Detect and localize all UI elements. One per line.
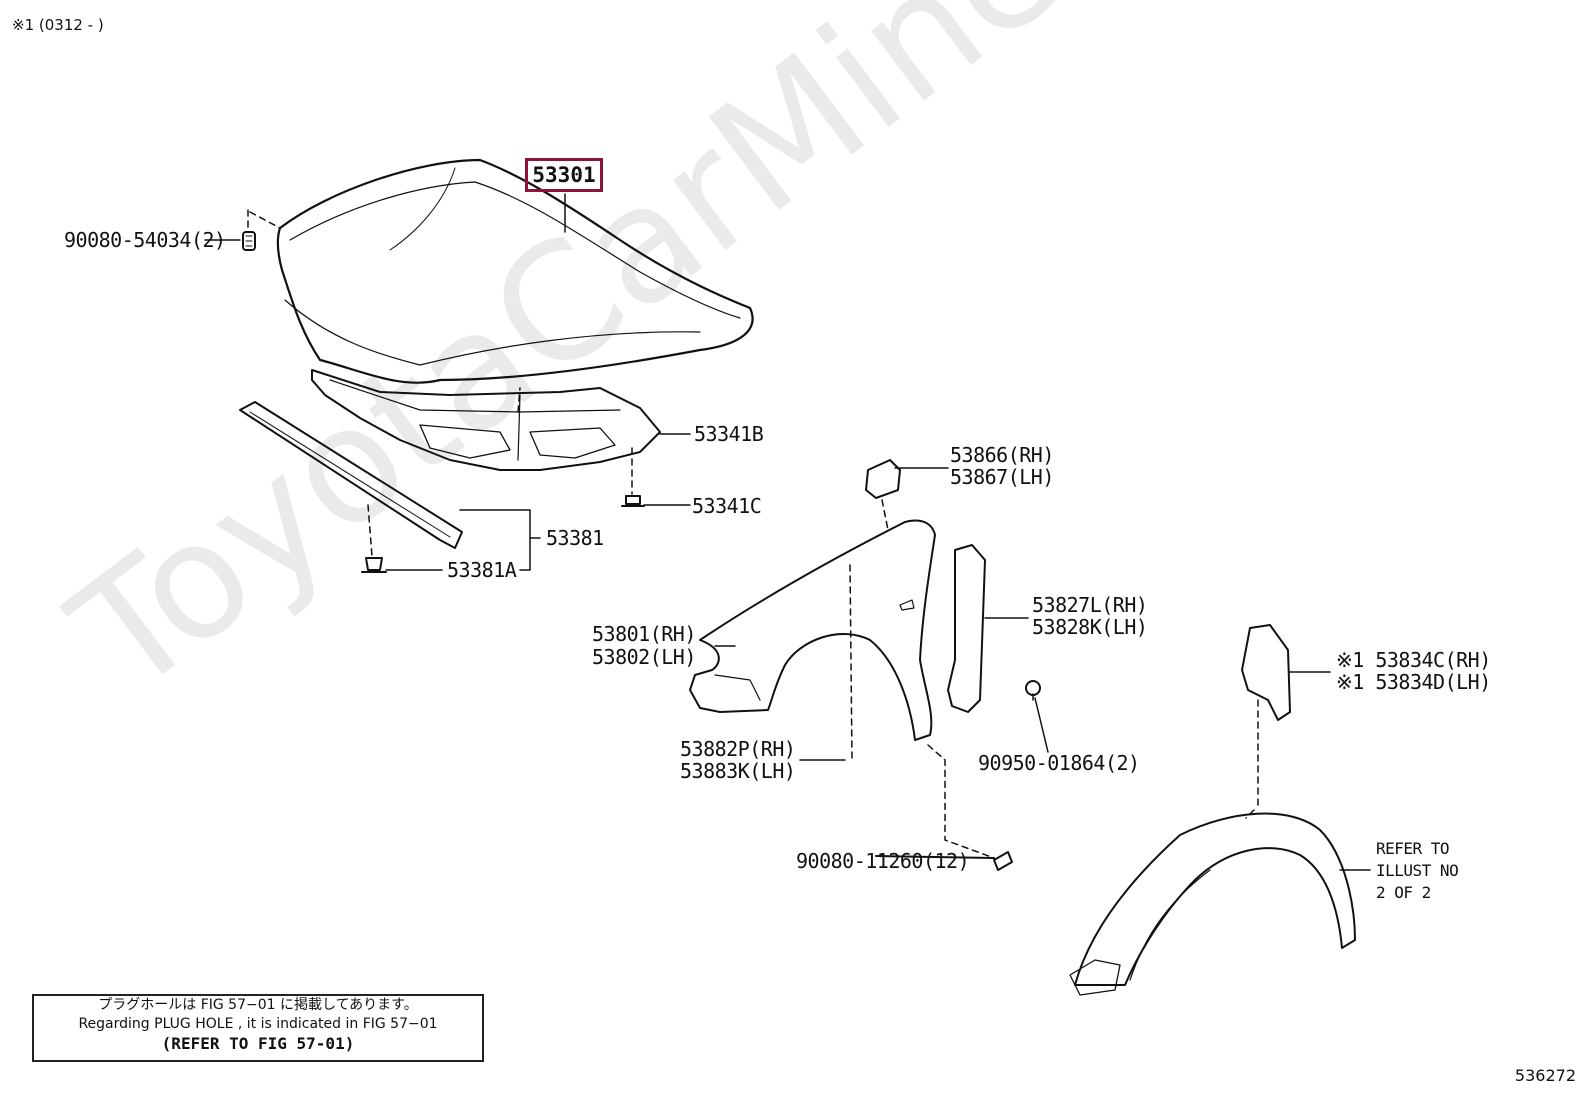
refer-note-line3: 2 OF 2 [1376,883,1431,902]
hood-drawing [276,158,754,384]
fastener-drawings [242,231,1041,871]
dashed-guides [247,209,1259,859]
fender-seal-drawing [947,544,986,713]
notice-japanese: プラグホールは FIG 57−01 に掲載してあります。 [98,997,418,1013]
part-label-fender-stay-rh[interactable]: 53882P(RH) [680,737,796,761]
part-label-fender-bolt[interactable]: 90080-11260(12) [796,849,970,873]
plug-hole-notice: プラグホールは FIG 57−01 に掲載してあります。 Regarding P… [32,994,484,1062]
refer-note-line1: REFER TO [1376,839,1450,858]
diagram-id: 536272 [1514,1066,1576,1085]
part-label-shield-rh[interactable]: ※1 53834C(RH) [1336,648,1491,672]
hood-seal-drawing [239,401,463,549]
part-label-fender-rh[interactable]: 53801(RH) [592,622,696,646]
wheel-liner-drawing [1069,812,1356,996]
part-53301-highlighted[interactable]: 53301 [525,158,603,192]
part-label-seal-clip[interactable]: 53381A [447,558,517,582]
shield-drawing [1241,624,1291,721]
leader-lines [204,193,1371,871]
hood-insulator-drawing [311,369,661,471]
part-label-fender-bracket-lh[interactable]: 53867(LH) [950,465,1054,489]
part-label-insulator-retainer[interactable]: 53341C [692,494,762,518]
notice-refer-link[interactable]: (REFER TO FIG 57-01) [161,1034,355,1053]
part-label-shield-lh[interactable]: ※1 53834D(LH) [1336,670,1491,694]
part-label-hood: 53301 [532,163,596,187]
part-label-fender-bracket-rh[interactable]: 53866(RH) [950,443,1054,467]
part-label-fender-stay-lh[interactable]: 53883K(LH) [680,759,796,783]
part-label-hood-insulator[interactable]: 53341B [694,422,764,446]
part-label-fender-lh[interactable]: 53802(LH) [592,645,696,669]
refer-note-line2: ILLUST NO [1376,861,1459,880]
part-label-fender-nut[interactable]: 90950-01864(2) [978,751,1140,775]
header-note: ※1 (0312 - ) [12,16,104,34]
part-label-fender-seal-rh[interactable]: 53827L(RH) [1032,593,1148,617]
fender-drawing [689,519,936,741]
fender-bracket-drawing [865,459,901,499]
part-label-hood-bumper[interactable]: 90080-54034(2) [64,228,226,252]
part-label-fender-seal-lh[interactable]: 53828K(LH) [1032,615,1148,639]
part-label-hood-seal[interactable]: 53381 [546,526,604,550]
notice-english: Regarding PLUG HOLE , it is indicated in… [78,1016,438,1032]
